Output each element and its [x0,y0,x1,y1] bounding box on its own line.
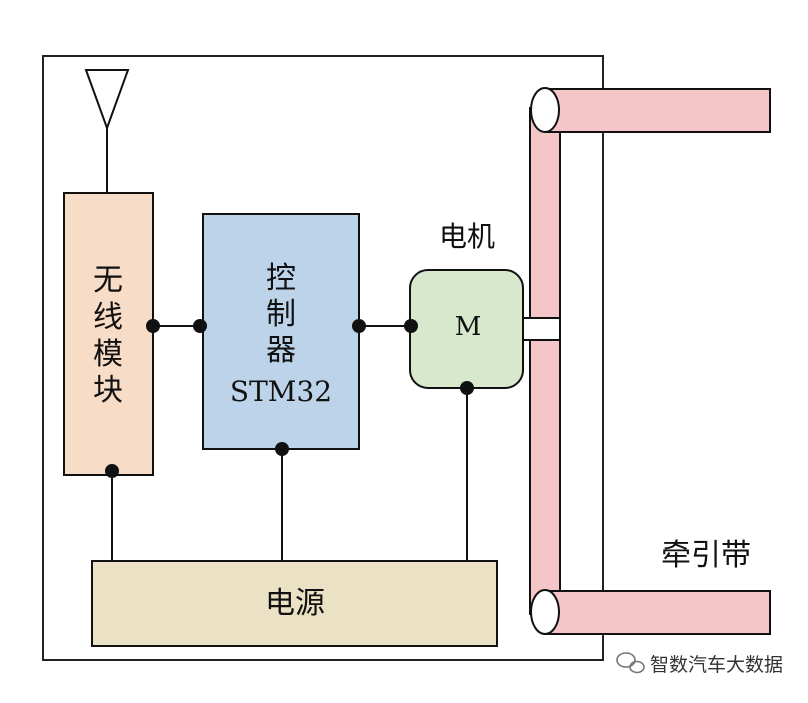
dot-controller-left [193,319,207,333]
traction-belt-label: 牵引带 [661,538,751,573]
controller-label-3: 器 [266,333,296,368]
dot-controller-right [352,319,366,333]
dot-motor-left [404,319,418,333]
enclosure-frame [42,55,604,661]
controller-label-1: 控 [266,261,296,296]
belt-top-pulley [530,87,560,133]
wireless-module-label-3: 模 [93,337,123,372]
controller-model-label: STM32 [230,375,332,408]
dot-motor-bottom [460,381,474,395]
wechat-icon [616,652,645,674]
belt-vertical-segment [529,107,561,615]
power-supply-box [91,560,498,647]
traction-belt [529,87,771,635]
wireless-module-label-4: 块 [93,373,123,408]
wireless-module-label-2: 线 [93,300,123,335]
dot-wireless-bottom [105,464,119,478]
watermark-text: 智数汽车大数据 [650,654,783,676]
motor-shaft [522,317,561,341]
dot-wireless-right [146,319,160,333]
wires [111,325,468,561]
dot-controller-bottom [275,442,289,456]
motor-symbol: M [455,312,482,342]
belt-top-segment [544,88,771,133]
antenna-icon [84,69,130,194]
controller-label-2: 制 [266,297,296,332]
wireless-module-label-1: 无 [93,263,123,298]
wireless-module-box [63,192,154,476]
motor-caption: 电机 [439,220,495,253]
connection-dots [105,319,474,478]
power-supply-label: 电源 [265,586,325,621]
belt-bottom-pulley [530,589,560,635]
belt-bottom-segment [544,590,771,635]
watermark: 智数汽车大数据 [616,652,783,676]
